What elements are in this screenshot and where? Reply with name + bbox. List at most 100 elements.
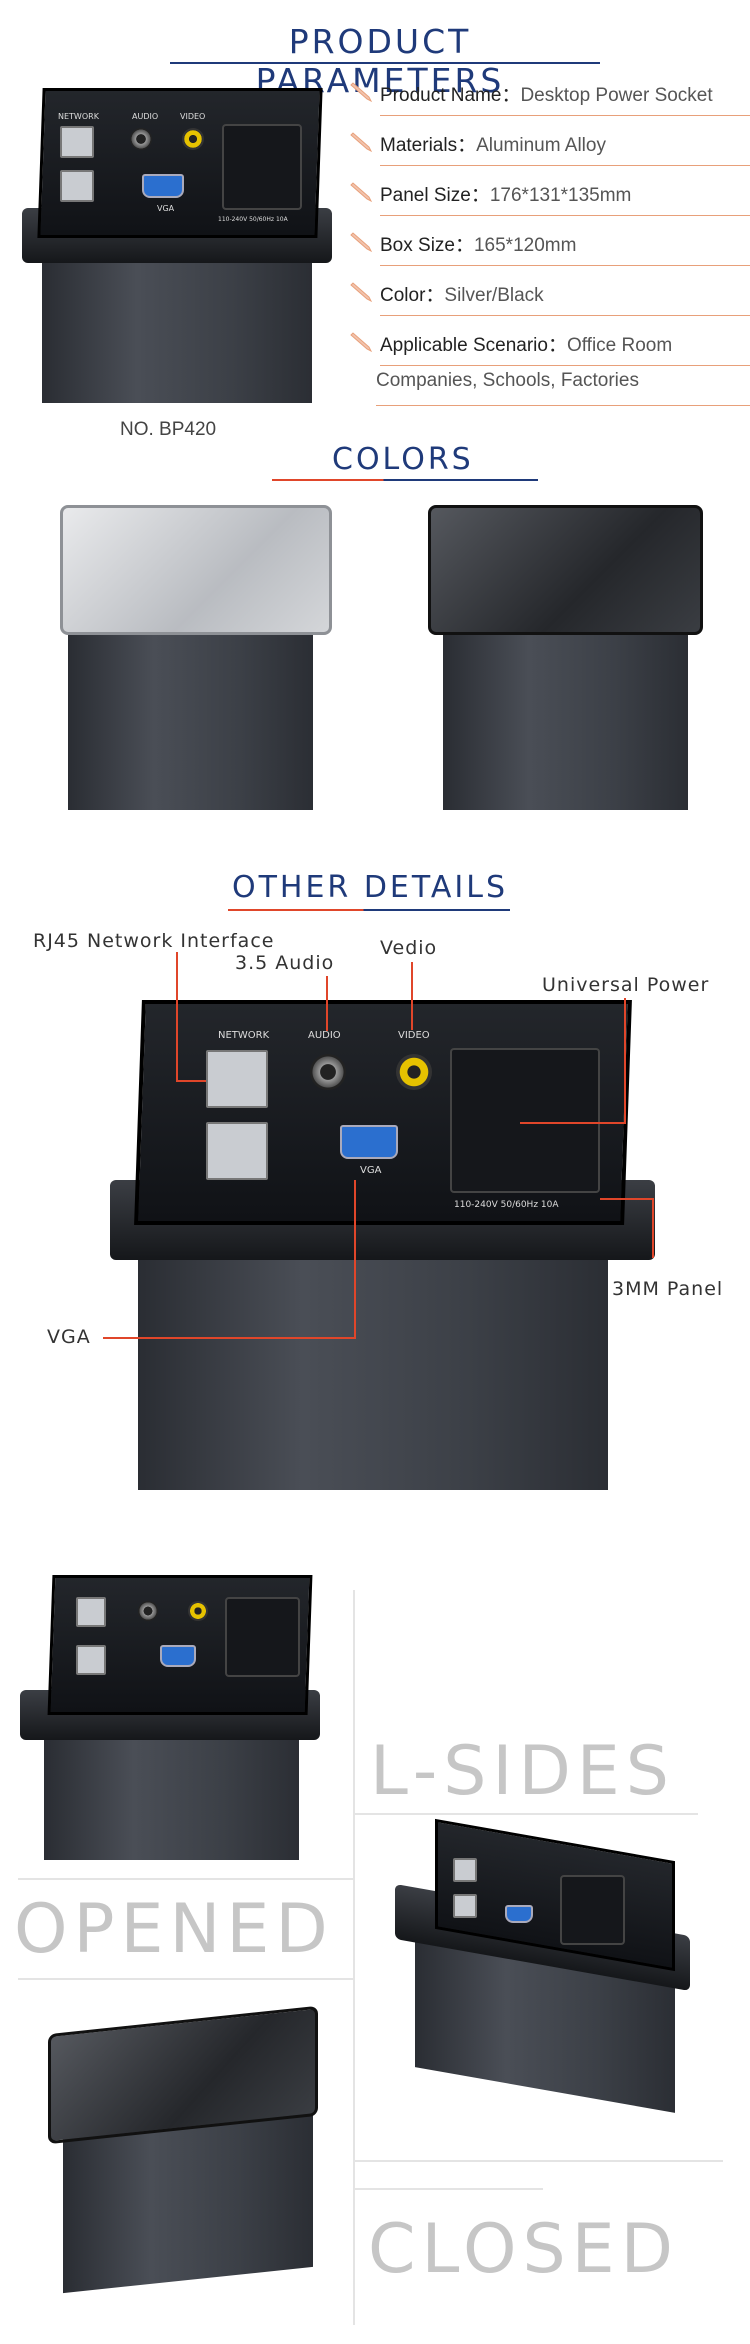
param-row-continuation: Companies, Schools, Factories	[348, 368, 750, 408]
panel-label-audio: AUDIO	[308, 1030, 341, 1041]
callout-video: Vedio	[380, 937, 438, 959]
product-image-front	[20, 1575, 320, 1865]
horizontal-divider	[353, 1813, 698, 1815]
param-label: Box Size：	[380, 235, 474, 256]
rj45-port	[60, 126, 94, 158]
audio-jack	[310, 1054, 346, 1090]
audio-jack	[138, 1601, 158, 1621]
callout-line-rj45	[176, 1080, 206, 1082]
color-sample-silver	[60, 505, 350, 815]
param-label: Product Name：	[380, 85, 521, 106]
param-value: Companies, Schools, Factories	[376, 370, 639, 391]
video-jack	[182, 128, 204, 150]
power-outlet	[222, 124, 302, 210]
rj45-port	[76, 1645, 106, 1675]
param-label: Color：	[380, 285, 445, 306]
callout-audio: 3.5 Audio	[235, 952, 335, 974]
param-label: Panel Size：	[380, 185, 490, 206]
panel-label-vga: VGA	[360, 1165, 382, 1176]
callout-panel: 3MM Panel	[612, 1278, 724, 1300]
vga-port	[142, 174, 184, 198]
callout-line-vga	[103, 1337, 356, 1339]
horizontal-divider	[18, 1978, 353, 1980]
panel-label-rating: 110-240V 50/60Hz 10A	[218, 216, 288, 223]
vga-port	[160, 1645, 196, 1667]
color-sample-black	[428, 505, 718, 815]
callout-power: Universal Power	[542, 974, 710, 996]
horizontal-divider	[353, 2160, 723, 2162]
param-value: Office Room	[566, 335, 673, 356]
parameters-title-underline	[170, 62, 600, 64]
callout-line-power	[624, 998, 626, 1123]
rj45-port	[76, 1597, 106, 1627]
vga-port	[505, 1905, 533, 1923]
param-value: Aluminum Alloy	[476, 135, 606, 156]
product-image-closed	[48, 2005, 328, 2294]
panel-label-video: VIDEO	[398, 1030, 430, 1041]
model-number: NO. BP420	[120, 419, 217, 440]
callout-line-panel	[600, 1198, 654, 1200]
callout-line-audio	[326, 976, 328, 1031]
param-row: Panel Size：176*131*135mm	[348, 178, 750, 218]
power-outlet	[450, 1048, 600, 1193]
callout-vga: VGA	[47, 1326, 91, 1348]
pencil-icon	[350, 82, 373, 103]
vga-port	[340, 1125, 398, 1159]
param-row: Applicable Scenario：Office Room	[348, 328, 750, 368]
param-divider	[380, 365, 750, 366]
pencil-icon	[350, 182, 373, 203]
callout-line-video	[411, 962, 413, 1030]
param-divider	[380, 215, 750, 216]
callout-line-panel	[652, 1198, 654, 1258]
param-row: Materials：Aluminum Alloy	[348, 128, 750, 168]
details-title-underline	[228, 909, 510, 911]
param-label: Applicable Scenario：	[380, 335, 567, 356]
panel-label-rating: 110-240V 50/60Hz 10A	[454, 1200, 559, 1210]
param-value: Desktop Power Socket	[520, 85, 713, 106]
rj45-port	[60, 170, 94, 202]
param-value: Silver/Black	[444, 285, 544, 306]
param-label: Materials：	[380, 135, 477, 156]
callout-rj45: RJ45 Network Interface	[33, 930, 275, 952]
product-image-detailed: NETWORK AUDIO VIDEO VGA 110-240V 50/60Hz…	[110, 1000, 655, 1500]
param-divider	[380, 115, 750, 116]
state-label-l-sides: L-SIDES	[370, 1732, 675, 1811]
state-label-opened: OPENED	[14, 1890, 334, 1969]
colors-title: COLORS	[332, 442, 474, 477]
callout-line-power	[520, 1122, 626, 1124]
power-outlet	[560, 1875, 625, 1945]
pencil-icon	[350, 132, 373, 153]
param-value: 176*131*135mm	[489, 185, 632, 206]
rj45-port	[206, 1050, 268, 1108]
panel-label-network: NETWORK	[218, 1030, 270, 1041]
rj45-port	[453, 1858, 477, 1882]
param-divider	[380, 315, 750, 316]
product-image-open: NETWORK AUDIO VIDEO VGA 110-240V 50/60Hz…	[22, 88, 332, 408]
product-image-angled-open	[395, 1818, 705, 2113]
param-row: Color：Silver/Black	[348, 278, 750, 318]
pencil-icon	[350, 232, 373, 253]
horizontal-divider	[353, 2188, 543, 2190]
audio-jack	[130, 128, 152, 150]
rj45-port	[206, 1122, 268, 1180]
callout-line-vga	[354, 1180, 356, 1339]
param-row: Box Size：165*120mm	[348, 228, 750, 268]
panel-label-video: VIDEO	[180, 112, 206, 121]
param-divider	[380, 165, 750, 166]
pencil-icon	[350, 282, 373, 303]
panel-label-audio: AUDIO	[132, 112, 159, 121]
rj45-port	[453, 1894, 477, 1918]
vertical-divider	[353, 1590, 355, 2325]
details-title: OTHER DETAILS	[231, 870, 508, 905]
panel-label-network: NETWORK	[58, 112, 99, 121]
param-row: Product Name：Desktop Power Socket	[348, 78, 750, 118]
param-divider	[376, 405, 750, 406]
param-divider	[380, 265, 750, 266]
param-value: 165*120mm	[473, 235, 577, 256]
horizontal-divider	[18, 1878, 353, 1880]
panel-label-vga: VGA	[157, 204, 175, 213]
callout-line-rj45	[176, 952, 178, 1082]
power-outlet	[225, 1597, 300, 1677]
colors-title-underline	[272, 479, 538, 481]
video-jack	[188, 1601, 208, 1621]
